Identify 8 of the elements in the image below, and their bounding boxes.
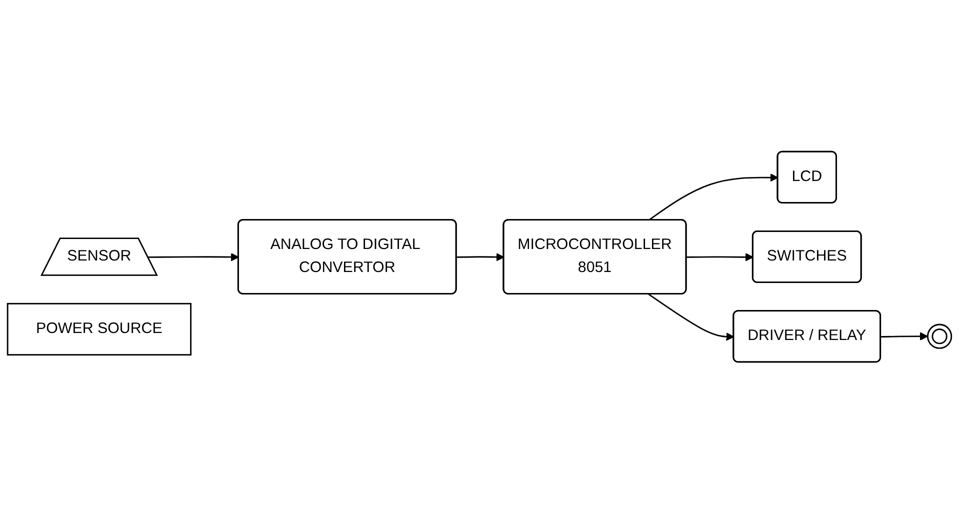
node-box: POWER SOURCE	[6, 303, 192, 356]
arrow	[648, 294, 734, 342]
arrow	[148, 253, 240, 262]
arrow	[880, 332, 928, 341]
arrow	[648, 174, 778, 222]
node-circle	[927, 324, 952, 350]
arrow	[686, 253, 754, 262]
arrow	[456, 253, 504, 262]
